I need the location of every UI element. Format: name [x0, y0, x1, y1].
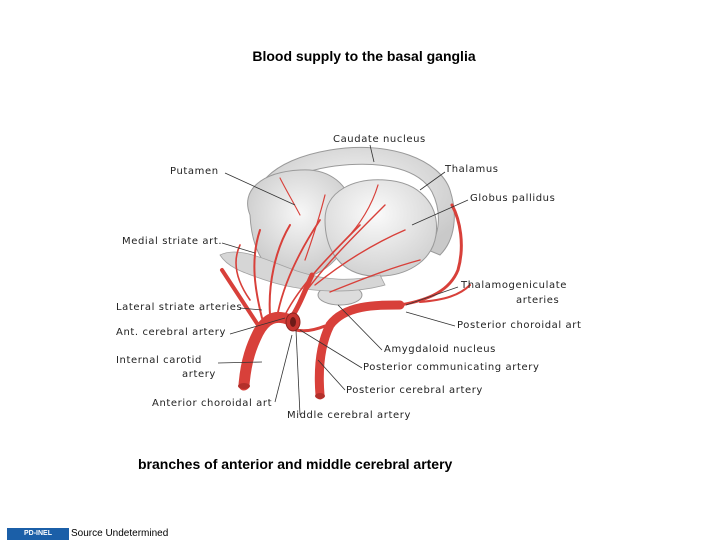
- label-thalamus: Thalamus: [445, 164, 499, 175]
- leader-lines: [217, 144, 469, 416]
- amygdaloid-shape: [219, 251, 386, 306]
- label-thalamogeniculate: Thalamogeniculate: [461, 280, 567, 291]
- caudate-nucleus-shape: [256, 146, 455, 256]
- thalamus-shape: [324, 179, 437, 277]
- label-medial-striate-art: Medial striate art.: [122, 236, 223, 247]
- label-ant-cerebral-artery: Ant. cerebral artery: [116, 327, 227, 338]
- label-internal-carotid: Internal carotid: [116, 355, 203, 366]
- license-badge: PD-INEL: [7, 528, 69, 540]
- label-thalamogeniculate-arteries: arteries: [516, 295, 560, 306]
- label-amygdaloid-nucleus: Amygdaloid nucleus: [384, 344, 496, 355]
- label-anterior-choroidal-art: Anterior choroidal art: [152, 398, 273, 409]
- label-putamen: Putamen: [170, 166, 219, 177]
- label-caudate-nucleus: Caudate nucleus: [333, 134, 426, 145]
- label-posterior-choroidal-art: Posterior choroidal art: [457, 320, 582, 331]
- label-posterior-communicating-artery: Posterior communicating artery: [363, 362, 540, 373]
- label-posterior-cerebral-artery: Posterior cerebral artery: [346, 385, 483, 396]
- label-globus-pallidus: Globus pallidus: [470, 193, 556, 204]
- label-lateral-striate-arteries: Lateral striate arteries: [116, 302, 243, 313]
- page-title: Blood supply to the basal ganglia: [252, 48, 476, 64]
- vessel-ends: [238, 312, 325, 399]
- label-internal-carotid-artery: artery: [182, 369, 216, 380]
- label-middle-cerebral-artery: Middle cerebral artery: [287, 410, 411, 421]
- source-credit: Source Undetermined: [71, 528, 169, 539]
- figure-caption: branches of anterior and middle cerebral…: [138, 456, 453, 472]
